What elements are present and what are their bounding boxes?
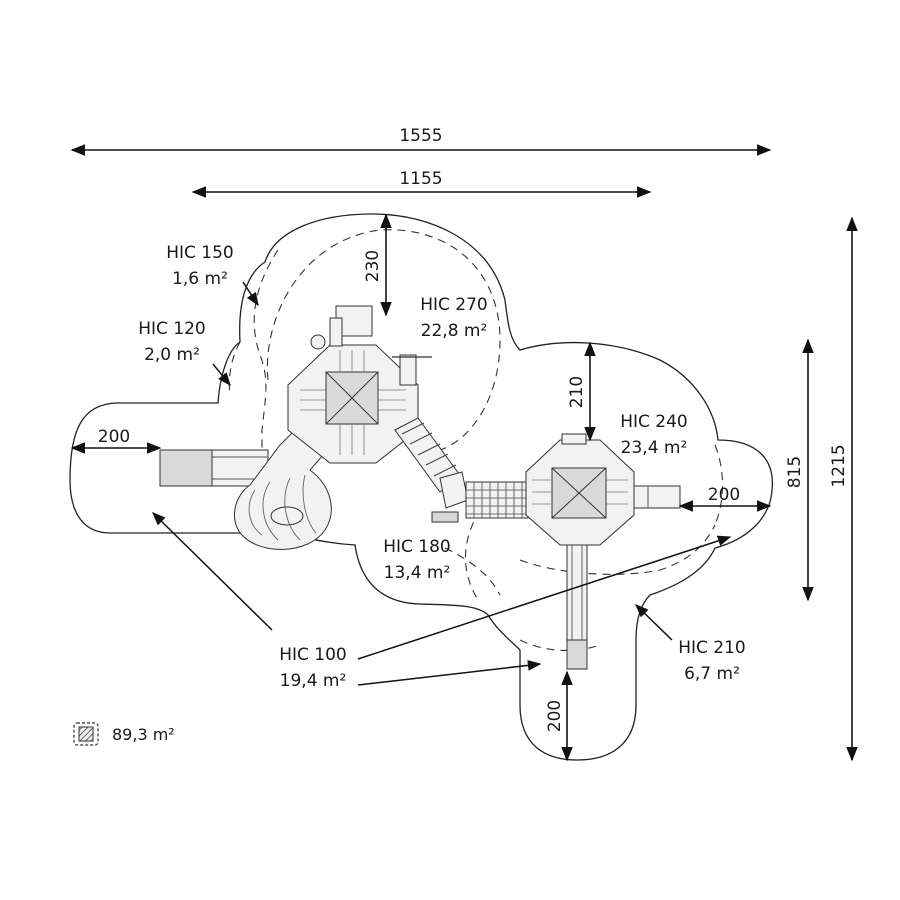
dim-right-depth: 815: [785, 456, 805, 488]
dim-zone-left: 200: [98, 427, 130, 447]
dim-overall-width: 1555: [399, 126, 442, 146]
hatched-square-icon: [73, 722, 99, 746]
hic240-name: HIC 240: [620, 412, 688, 432]
dim-zone-mid: 210: [567, 376, 587, 408]
legend-total-area: 89,3 m²: [112, 725, 175, 744]
safety-zone-outline: [69, 213, 774, 761]
dim-overall-depth: 1215: [829, 444, 849, 487]
hic270-name: HIC 270: [420, 295, 488, 315]
hic100-area: 19,4 m²: [280, 671, 347, 691]
hic210-area: 6,7 m²: [684, 664, 740, 684]
hic180-area: 13,4 m²: [384, 563, 451, 583]
dimension-lines: [70, 144, 858, 762]
hic100-name: HIC 100: [279, 645, 347, 665]
hic120-name: HIC 120: [138, 319, 206, 339]
dim-platform-width: 1155: [399, 169, 442, 189]
play-equipment: [159, 305, 681, 670]
hic120-area: 2,0 m²: [144, 345, 200, 365]
impact-zone-dashes: [228, 229, 724, 651]
net-bridge: [465, 481, 529, 519]
hic150-area: 1,6 m²: [172, 269, 228, 289]
side-step: [633, 485, 681, 509]
hic240-area: 23,4 m²: [621, 438, 688, 458]
dim-zone-top: 230: [363, 250, 383, 282]
legend: 89,3 m²: [73, 722, 175, 746]
hic270-area: 22,8 m²: [421, 321, 488, 341]
hic150-name: HIC 150: [166, 243, 234, 263]
leader-lines: [152, 281, 732, 686]
dim-zone-bottom: 200: [545, 700, 565, 732]
hic180-name: HIC 180: [383, 537, 451, 557]
dim-zone-right: 200: [708, 485, 740, 505]
hic210-name: HIC 210: [678, 638, 746, 658]
